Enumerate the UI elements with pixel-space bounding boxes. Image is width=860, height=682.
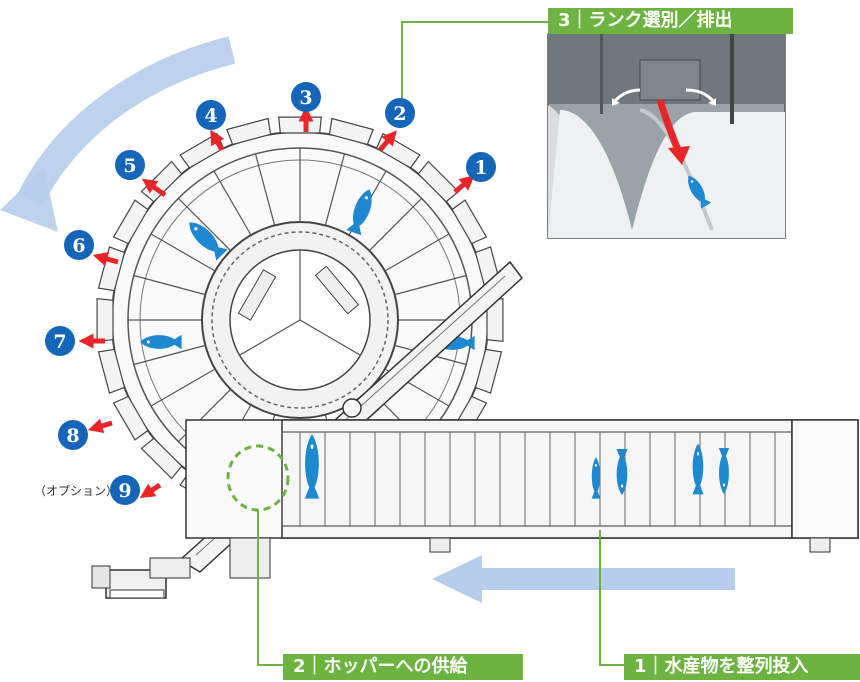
outlet-badge [115,150,145,180]
outlet-number: 6 [72,235,85,257]
outlet-markers: 1 2 3 4 5 6 7 8 9 [45,82,496,505]
outlet-badge [64,230,94,260]
callout-lines [257,21,624,666]
outlet-badge [385,98,415,128]
rotation-arrow-icon [0,36,236,232]
belt-conveyor [185,419,859,579]
outlet-number: 1 [474,157,487,179]
outlet-arrow-icon [139,482,162,499]
outlet-arrow-icon [210,129,225,152]
step1-label: 1｜水産物を整列投入 [624,654,860,680]
option-note: （オプション） [34,484,119,498]
rotary-sorter [96,116,504,524]
outlet-arrow-icon [141,178,167,198]
step2-label: 2｜ホッパーへの供給 [283,654,523,680]
outlet-arrow-icon [453,175,475,194]
outlet-number: 9 [118,480,131,502]
outlet-badge [291,82,321,112]
outlet-badge [45,326,75,356]
outlet-badge [196,100,226,130]
outlet-arrow-icon [92,251,119,267]
outlet-number: 2 [393,103,406,125]
step3-label: 3｜ランク選別／排出 [548,8,793,34]
outlet-number: 5 [123,155,136,177]
outlet-number: 8 [66,425,79,447]
outlet-arrow-icon [87,418,113,434]
drive-motor [91,557,191,599]
outlet-number: 4 [204,105,217,127]
outlet-arrow-icon [378,130,397,152]
outlet-number: 7 [53,331,66,353]
outlet-badge [110,475,140,505]
sorting-photo [547,33,786,239]
outlet-badge [58,420,88,450]
outlet-badge [466,152,496,182]
conveyor-flow-arrow-icon [432,555,735,603]
outlet-number: 3 [299,87,312,109]
